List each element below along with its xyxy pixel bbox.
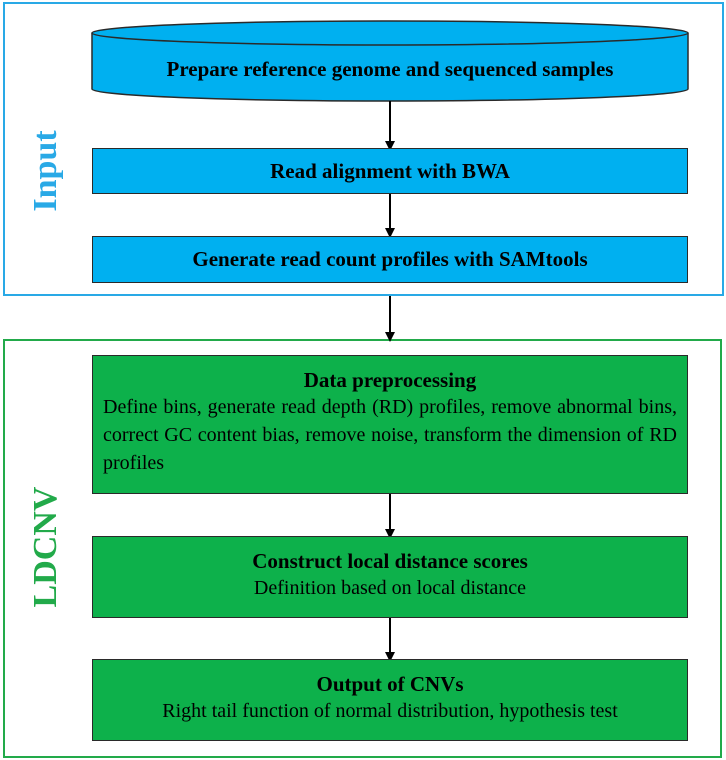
ldcnv-group-frame (3, 339, 722, 758)
prepare-step-text: Prepare reference genome and sequenced s… (167, 57, 614, 81)
count-step-box: Generate read count profiles with SAMtoo… (92, 236, 688, 283)
align-step-text: Read alignment with BWA (270, 158, 510, 183)
preprocess-step-title: Data preprocessing (303, 368, 477, 392)
output-step-title: Output of CNVs (316, 672, 464, 696)
scores-step-box: Construct local distance scores Definiti… (92, 536, 688, 618)
output-step-box: Output of CNVs Right tail function of no… (92, 659, 688, 741)
scores-step-title: Construct local distance scores (252, 549, 528, 573)
output-step-desc: Right tail function of normal distributi… (162, 700, 618, 722)
preprocess-step-box: Data preprocessing Define bins, generate… (92, 355, 688, 494)
input-group-frame (3, 2, 724, 296)
align-step-box: Read alignment with BWA (92, 148, 688, 194)
scores-step-desc: Definition based on local distance (253, 577, 527, 599)
count-step-text: Generate read count profiles with SAMtoo… (192, 247, 588, 271)
preprocess-step-desc: Define bins, generate read depth (RD) pr… (103, 396, 677, 474)
prepare-step-cylinder: Prepare reference genome and sequenced s… (91, 20, 689, 102)
